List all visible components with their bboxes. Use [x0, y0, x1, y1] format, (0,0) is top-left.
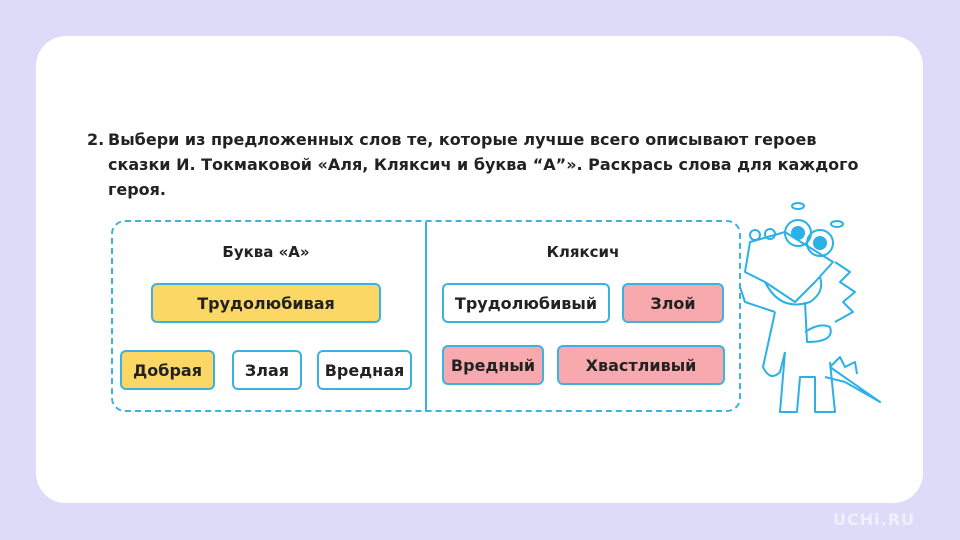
word-chip[interactable]: Хвастливый: [557, 345, 725, 385]
task-instruction: Выбери из предложенных слов те, которые …: [108, 130, 859, 199]
word-chip[interactable]: Злой: [622, 283, 724, 323]
column-title-klyaksich: Кляксич: [546, 243, 620, 261]
column-title-letter-a: Буква «А»: [222, 243, 310, 261]
crocodile-illustration-icon: [739, 202, 881, 413]
task-number: 2.: [87, 130, 105, 149]
column-divider: [425, 222, 427, 412]
word-chip[interactable]: Вредная: [317, 350, 412, 390]
word-chip[interactable]: Вредный: [442, 345, 544, 385]
task-text: 2. Выбери из предложенных слов те, котор…: [87, 127, 867, 202]
word-chip[interactable]: Трудолюбивая: [151, 283, 381, 323]
slide-card: [36, 36, 923, 503]
uchi-ru-logo: UCHi.RU: [833, 510, 915, 529]
word-chip[interactable]: Злая: [232, 350, 302, 390]
word-chip[interactable]: Трудолюбивый: [442, 283, 610, 323]
word-chip[interactable]: Добрая: [120, 350, 215, 390]
